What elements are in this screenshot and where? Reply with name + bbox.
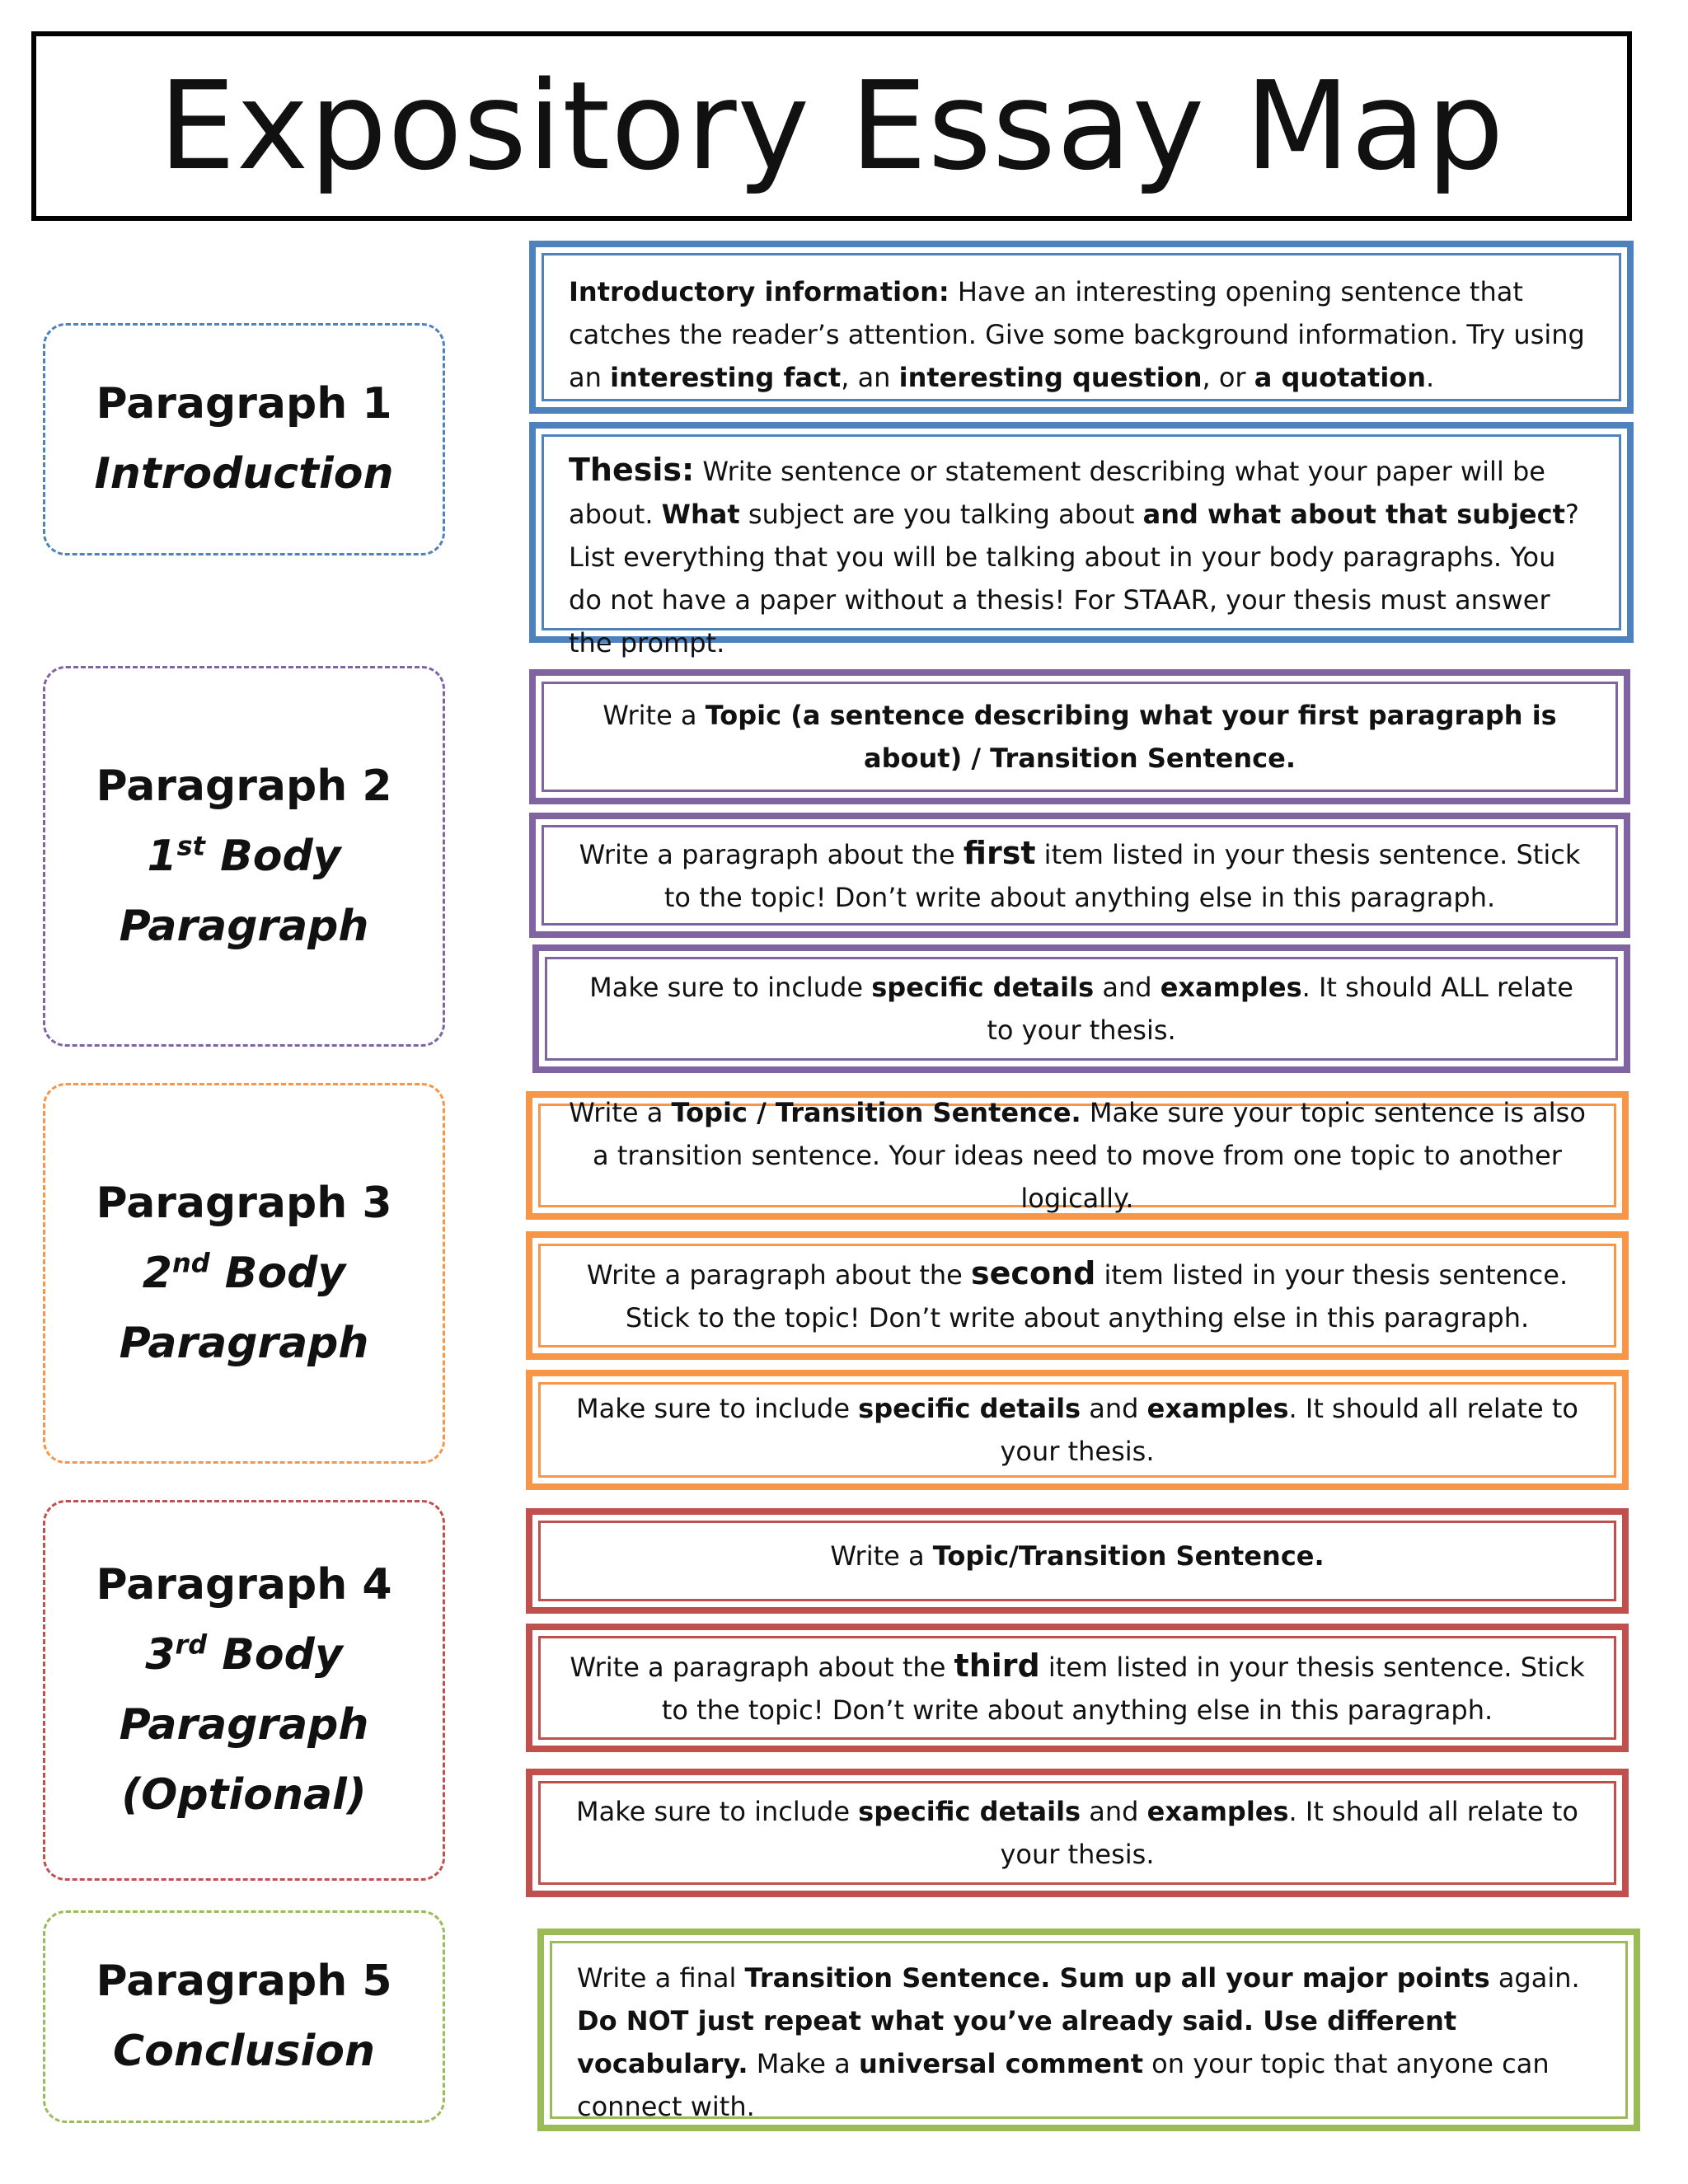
section-heading: Paragraph 4 (96, 1560, 392, 1610)
card-text: Write a Topic/Transition Sentence. (830, 1540, 1325, 1572)
section-subheading: 1st Body (147, 830, 341, 881)
section-subheading: Paragraph (119, 1318, 369, 1368)
card-p3-topic: Write a Topic / Transition Sentence. Mak… (526, 1091, 1629, 1220)
card-thesis: Thesis: Write sentence or statement desc… (529, 422, 1634, 658)
section-subheading: Paragraph (119, 901, 369, 951)
card-text: Make sure to include specific details an… (576, 1796, 1578, 1870)
card-p4-details: Make sure to include specific details an… (526, 1769, 1629, 1897)
section-subheading: (Optional) (121, 1770, 367, 1820)
card-p3-body: Write a paragraph about the second item … (526, 1231, 1629, 1360)
card-p2-topic: Write a Topic (a sentence describing wha… (529, 669, 1630, 804)
card-text: Introductory information: Have an intere… (569, 276, 1585, 393)
card-p2-body: Write a paragraph about the first item l… (529, 813, 1630, 938)
card-p2-details: Make sure to include specific details an… (532, 944, 1630, 1073)
section-paragraph-1: Paragraph 1 Introduction (43, 323, 445, 555)
card-text: Make sure to include specific details an… (589, 972, 1573, 1046)
section-subheading: 3rd Body (145, 1629, 343, 1680)
section-paragraph-4: Paragraph 4 3rd Body Paragraph (Optional… (43, 1500, 445, 1881)
card-text: Write a paragraph about the first item l… (579, 835, 1581, 913)
card-p4-topic: Write a Topic/Transition Sentence. (526, 1508, 1629, 1614)
card-conclusion: Write a final Transition Sentence. Sum u… (537, 1929, 1640, 2131)
card-text: Write a paragraph about the third item l… (570, 1647, 1585, 1726)
section-subheading: 2nd Body (142, 1247, 346, 1298)
card-p3-details: Make sure to include specific details an… (526, 1370, 1629, 1490)
card-p4-body: Write a paragraph about the third item l… (526, 1624, 1629, 1752)
title-box: Expository Essay Map (31, 31, 1632, 221)
card-text: Write a Topic / Transition Sentence. Mak… (569, 1097, 1586, 1214)
section-subheading: Conclusion (112, 2027, 376, 2076)
section-heading: Paragraph 1 (96, 379, 392, 429)
card-text: Make sure to include specific details an… (576, 1393, 1578, 1467)
card-intro-info: Introductory information: Have an intere… (529, 241, 1634, 414)
section-heading: Paragraph 2 (96, 761, 392, 811)
section-paragraph-2: Paragraph 2 1st Body Paragraph (43, 666, 445, 1047)
card-text: Write a final Transition Sentence. Sum u… (577, 1962, 1580, 2122)
card-text: Thesis: Write sentence or statement desc… (569, 452, 1579, 658)
section-paragraph-5: Paragraph 5 Conclusion (43, 1910, 445, 2123)
section-heading: Paragraph 5 (96, 1957, 392, 2006)
page-title: Expository Essay Map (158, 55, 1505, 197)
section-subheading: Paragraph (119, 1700, 369, 1750)
section-heading: Paragraph 3 (96, 1178, 392, 1228)
section-paragraph-3: Paragraph 3 2nd Body Paragraph (43, 1083, 445, 1464)
card-text: Write a Topic (a sentence describing wha… (603, 700, 1557, 774)
section-subheading: Introduction (94, 449, 394, 499)
card-text: Write a paragraph about the second item … (586, 1255, 1568, 1333)
